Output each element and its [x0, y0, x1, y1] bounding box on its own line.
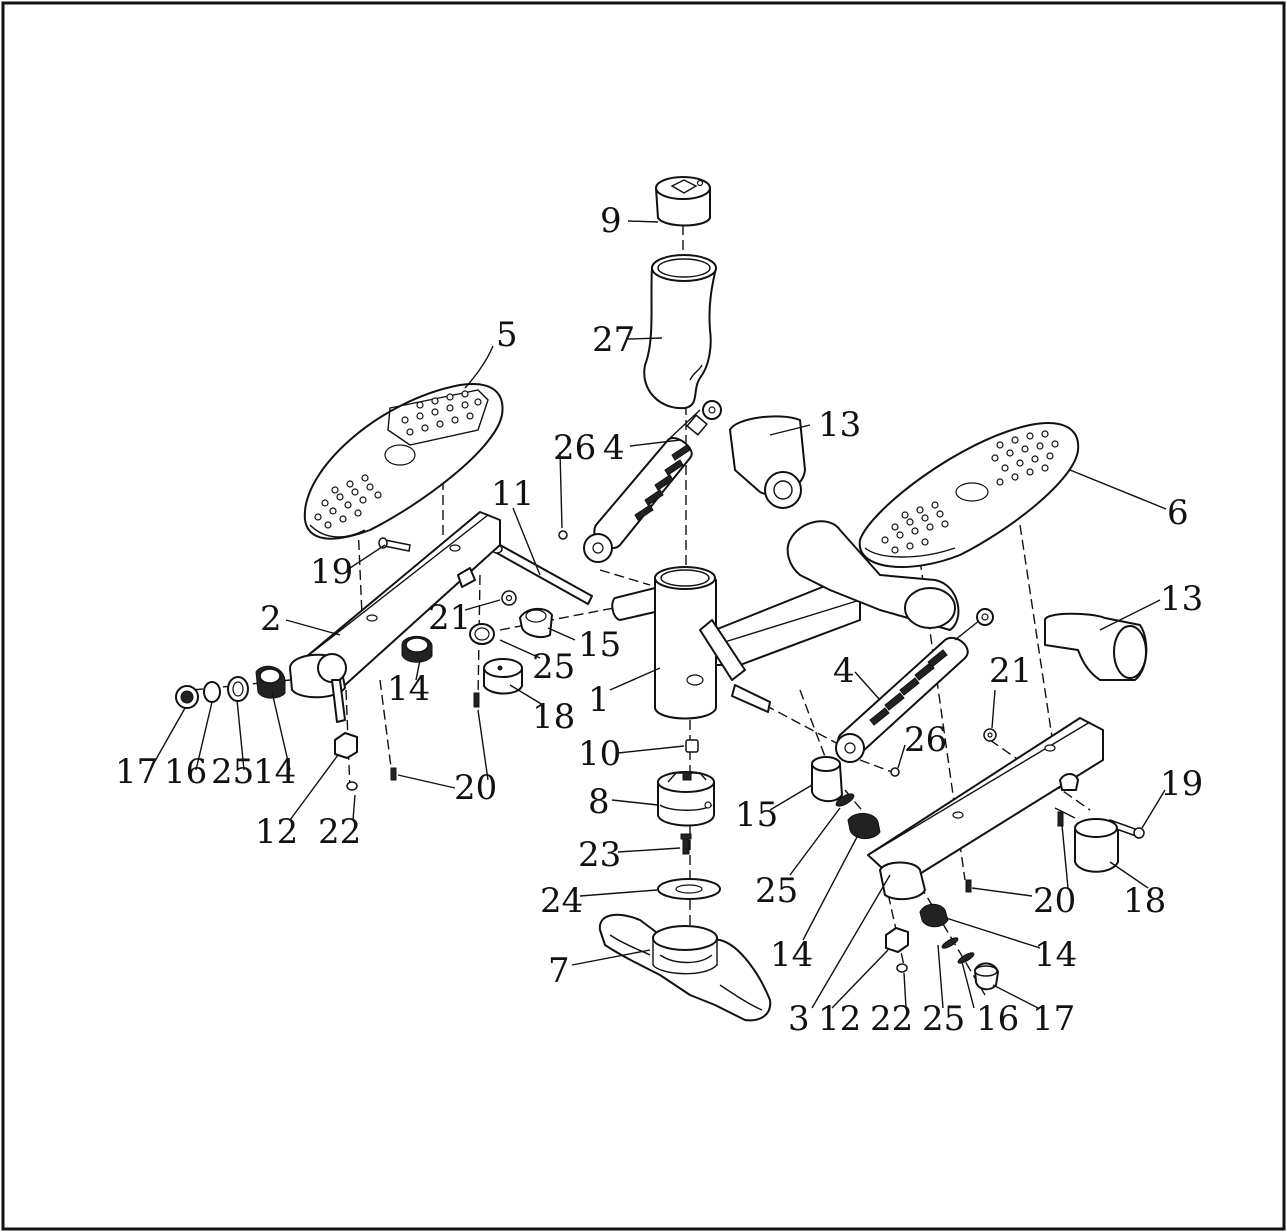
part-21-spacer-right [983, 728, 997, 742]
label-part-14-left: 14 [253, 752, 296, 792]
part-5-left-pedal [303, 383, 504, 540]
part-12-nut-right [885, 927, 909, 953]
label-part-3: 3 [788, 999, 810, 1039]
label-part-15-right: 15 [735, 795, 778, 835]
label-part-4-lower: 4 [833, 651, 855, 691]
label-part-14-right-upper: 14 [770, 935, 813, 975]
label-part-17-left: 17 [115, 752, 158, 792]
part-13-cap-lower [1044, 612, 1148, 681]
label-part-20-left: 20 [454, 768, 497, 808]
part-20-screws-right [965, 811, 1064, 893]
label-part-14-right-lower: 14 [1034, 935, 1077, 975]
label-part-4-upper: 4 [603, 428, 625, 468]
label-part-6: 6 [1167, 493, 1189, 533]
label-part-25-right-lower: 25 [922, 999, 965, 1039]
part-4-cylinder-upper [583, 400, 722, 563]
label-part-12-right: 12 [818, 999, 861, 1039]
label-part-22-left: 22 [318, 812, 361, 852]
part-14-bearing-left-upper [401, 635, 433, 663]
part-23-bolt [680, 833, 692, 855]
part-15-bushing-left [519, 607, 553, 638]
part-27-grip [643, 254, 717, 410]
part-25-washer-right-lower [941, 937, 959, 949]
part-6-right-pedal [858, 422, 1080, 568]
label-part-14-left-upper: 14 [387, 669, 430, 709]
label-part-18-right: 18 [1123, 881, 1166, 921]
part-3-rear-frame [786, 520, 960, 631]
label-part-17-right: 17 [1032, 999, 1075, 1039]
label-part-26-upper: 26 [553, 428, 596, 468]
part-1-main-frame [611, 566, 861, 720]
label-part-21-left: 21 [428, 598, 471, 638]
part-20-screws-left [390, 692, 480, 781]
label-part-13-upper: 13 [818, 405, 861, 445]
label-part-25-upper-left: 25 [532, 647, 575, 687]
label-part-16-left: 16 [164, 752, 207, 792]
part-18-foot-right [1074, 818, 1119, 873]
part-13-cap-upper [729, 415, 806, 509]
label-part-25-right: 25 [755, 871, 798, 911]
part-26-clip-upper [558, 530, 568, 540]
label-part-26-lower: 26 [904, 720, 947, 760]
label-part-13-lower: 13 [1160, 579, 1203, 619]
part-22-washer-right [896, 963, 908, 973]
label-part-25-left: 25 [211, 752, 254, 792]
part-14-bearing-right-lower [919, 903, 949, 928]
part-21-spacer-left [501, 590, 517, 606]
part-17-cap-right [974, 962, 999, 991]
label-part-23: 23 [578, 835, 621, 875]
part-12-nut-left [334, 732, 358, 759]
label-part-27: 27 [592, 320, 635, 360]
part-10-nut [685, 739, 699, 753]
part-14-bearing-right-upper [847, 813, 881, 839]
label-part-12-left: 12 [255, 812, 298, 852]
label-part-1: 1 [588, 680, 610, 720]
label-part-18-left: 18 [532, 697, 575, 737]
part-19-pin-left [378, 537, 411, 552]
part-2-pedal-arm [289, 511, 501, 723]
part-9-top-cap [655, 176, 711, 227]
label-part-9: 9 [600, 201, 622, 241]
part-25-washer-left [227, 676, 249, 702]
label-part-16-right: 16 [976, 999, 1019, 1039]
label-part-19-left: 19 [310, 552, 353, 592]
part-18-foot-left [483, 658, 523, 695]
part-7-base [598, 913, 772, 1022]
part-14-bearing-left [255, 665, 286, 699]
part-3-pedal-arm [867, 717, 1104, 901]
label-part-8: 8 [588, 782, 610, 822]
label-part-5: 5 [496, 315, 518, 355]
label-part-10: 10 [578, 734, 621, 774]
part-16-clip-right [957, 952, 975, 964]
label-part-7: 7 [548, 951, 570, 991]
part-4-cylinder-lower [835, 608, 994, 763]
label-part-11: 11 [491, 474, 534, 514]
part-25-washer-right [835, 793, 855, 807]
label-part-19-right: 19 [1160, 764, 1203, 804]
part-25-washer-left-upper [469, 623, 495, 645]
label-part-2: 2 [260, 599, 282, 639]
callout-labels: 9 27 5 4 26 11 13 6 13 19 2 21 15 25 18 … [115, 201, 1203, 1039]
label-part-24: 24 [540, 881, 583, 921]
leader-lines [149, 220, 1167, 1009]
part-24-washer [657, 878, 721, 900]
part-8-connector [657, 771, 715, 827]
part-22-washer-left [346, 781, 358, 791]
part-16-clip-left [203, 681, 221, 703]
part-17-cap-left [175, 685, 199, 709]
label-part-20-right: 20 [1033, 881, 1076, 921]
label-part-15-left: 15 [578, 625, 621, 665]
part-26-clip-lower [890, 767, 900, 777]
label-part-22-right: 22 [870, 999, 913, 1039]
part-15-bushing-right [811, 756, 843, 803]
label-part-21-right: 21 [989, 651, 1032, 691]
